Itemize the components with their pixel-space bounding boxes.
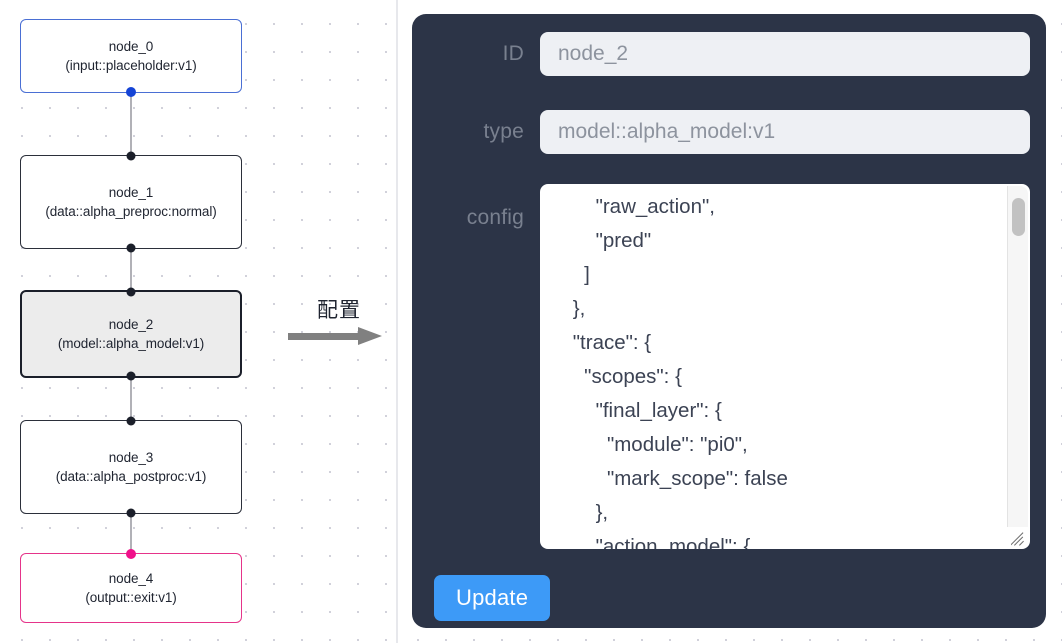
- node-handle-bottom[interactable]: [126, 371, 136, 381]
- edge-node0-node1[interactable]: [130, 93, 132, 155]
- arrow-right-icon: [288, 327, 390, 345]
- node-handle-bottom[interactable]: [126, 87, 136, 97]
- node-title: node_1: [108, 184, 154, 200]
- node-handle-bottom[interactable]: [126, 508, 136, 518]
- node-handle-top[interactable]: [126, 151, 136, 161]
- node-subtitle: (data::alpha_postproc:v1): [55, 469, 207, 484]
- type-field-row: type: [412, 110, 1046, 154]
- edge-node1-node2[interactable]: [130, 249, 132, 290]
- node-handle-top[interactable]: [126, 287, 136, 297]
- graph-node-node_2[interactable]: node_2 (model::alpha_model:v1): [20, 287, 242, 381]
- id-input[interactable]: [540, 32, 1030, 76]
- node-handle-top[interactable]: [126, 416, 136, 426]
- node-title: node_2: [108, 316, 154, 332]
- edge-node3-node4[interactable]: [130, 514, 132, 553]
- node-handle-bottom[interactable]: [126, 243, 136, 253]
- annotation-label: 配置: [317, 299, 361, 322]
- type-input[interactable]: [540, 110, 1030, 154]
- node-title: node_3: [108, 449, 154, 465]
- node-title: node_4: [108, 570, 154, 586]
- graph-node-node_1[interactable]: node_1 (data::alpha_preproc:normal): [20, 151, 242, 253]
- id-field-label: ID: [502, 42, 524, 65]
- graph-node-node_4[interactable]: node_4 (output::exit:v1): [20, 549, 242, 623]
- config-scrollbar-thumb[interactable]: [1012, 198, 1025, 236]
- node-subtitle: (output::exit:v1): [85, 590, 177, 605]
- graph-node-node_3[interactable]: node_3 (data::alpha_postproc:v1): [20, 416, 242, 518]
- config-scrollbar[interactable]: [1007, 186, 1028, 527]
- node-handle-top[interactable]: [126, 549, 136, 559]
- node-title: node_0: [108, 38, 154, 54]
- node-config-panel: ID type config "raw_action", "pred" ] },…: [412, 14, 1046, 628]
- node-subtitle: (data::alpha_preproc:normal): [45, 204, 217, 219]
- update-button[interactable]: Update: [434, 575, 551, 621]
- edge-node2-node3[interactable]: [130, 378, 132, 420]
- annotation-arrow-group: 配置: [288, 300, 390, 345]
- node-subtitle: (input::placeholder:v1): [65, 58, 197, 73]
- resize-handle-icon[interactable]: [1011, 530, 1027, 546]
- config-textarea-wrapper: "raw_action", "pred" ] }, "trace": { "sc…: [540, 184, 1030, 549]
- node-subtitle: (model::alpha_model:v1): [57, 336, 205, 351]
- graph-node-node_0[interactable]: node_0 (input::placeholder:v1): [20, 19, 242, 97]
- type-field-label: type: [483, 120, 524, 143]
- config-field-row: config "raw_action", "pred" ] }, "trace"…: [412, 184, 1046, 549]
- config-textarea[interactable]: "raw_action", "pred" ] }, "trace": { "sc…: [540, 184, 1030, 549]
- graph-canvas[interactable]: node_0 (input::placeholder:v1) node_1 (d…: [0, 0, 398, 643]
- config-field-label: config: [466, 206, 524, 229]
- id-field-row: ID: [412, 32, 1046, 76]
